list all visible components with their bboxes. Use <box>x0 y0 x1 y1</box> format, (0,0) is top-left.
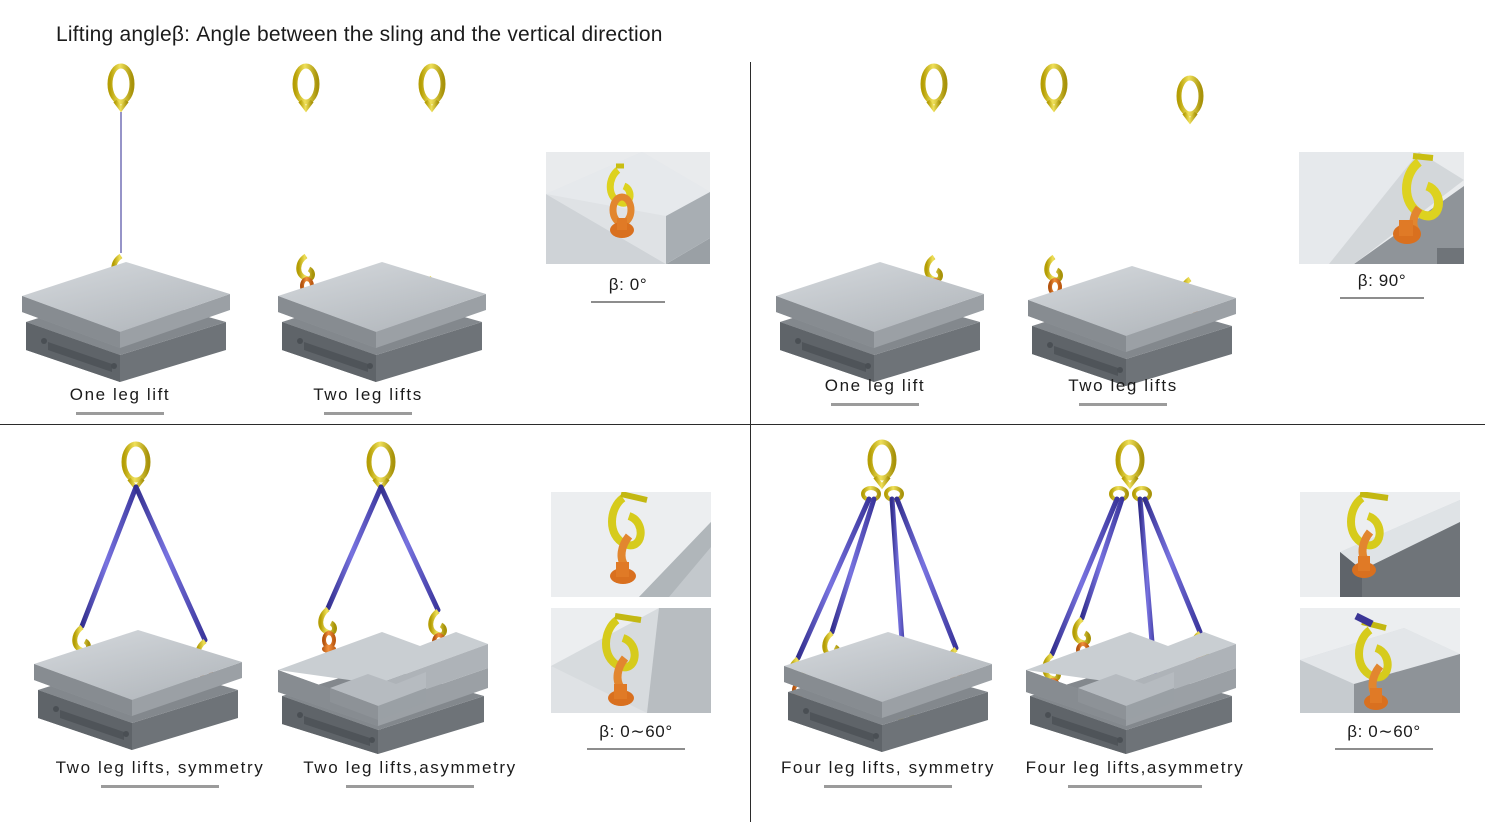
photo-detail-four-upper <box>1300 492 1460 597</box>
beta-label-angled-left: β: 0∼60° <box>566 722 706 750</box>
caption-four-leg-asymmetry: Four leg lifts,asymmetry <box>1022 758 1248 788</box>
figure-four-leg-asymmetry <box>1016 439 1276 754</box>
figure-one-leg-edge <box>762 60 992 382</box>
photo-detail-0-deg <box>546 152 710 264</box>
caption-two-leg-vertical: Two leg lifts <box>283 385 453 415</box>
caption-one-leg-edge: One leg lift <box>790 376 960 406</box>
caption-rule <box>346 785 474 788</box>
caption-rule <box>1068 785 1202 788</box>
beta-rule <box>1335 748 1433 750</box>
caption-four-leg-symmetry: Four leg lifts, symmetry <box>778 758 998 788</box>
beta-rule <box>591 301 665 303</box>
caption-rule <box>824 785 952 788</box>
beta-rule <box>1340 297 1424 299</box>
beta-text: β: 0° <box>608 275 648 294</box>
beta-label-90-deg: β: 90° <box>1318 271 1446 299</box>
page-title: Lifting angleβ: Angle between the sling … <box>56 23 663 46</box>
caption-rule <box>101 785 219 788</box>
caption-rule <box>831 403 919 406</box>
caption-text: One leg lift <box>69 385 171 404</box>
caption-two-leg-symmetry: Two leg lifts, symmetry <box>40 758 280 788</box>
caption-rule <box>1079 403 1167 406</box>
caption-two-leg-edge: Two leg lifts <box>1038 376 1208 406</box>
caption-text: Two leg lifts <box>313 385 423 404</box>
beta-label-angled-right: β: 0∼60° <box>1314 722 1454 750</box>
caption-two-leg-asymmetry: Two leg lifts,asymmetry <box>290 758 530 788</box>
caption-rule <box>324 412 412 415</box>
figure-two-leg-edge <box>1012 60 1252 386</box>
caption-text: Four leg lifts, symmetry <box>780 758 996 777</box>
caption-text: Two leg lifts, symmetry <box>55 758 265 777</box>
photo-detail-four-lower <box>1300 608 1460 713</box>
figure-two-leg-vertical <box>262 60 502 382</box>
beta-text: β: 0∼60° <box>599 722 673 741</box>
divider-vertical <box>750 62 751 822</box>
figure-four-leg-symmetry <box>770 439 1020 752</box>
caption-one-leg-vertical: One leg lift <box>35 385 205 415</box>
caption-rule <box>76 412 164 415</box>
photo-detail-angled-upper <box>551 492 711 597</box>
figure-two-leg-symmetry <box>20 440 270 750</box>
figure-two-leg-asymmetry <box>268 440 528 754</box>
caption-text: Two leg lifts,asymmetry <box>303 758 517 777</box>
beta-rule <box>587 748 685 750</box>
caption-text: Two leg lifts <box>1068 376 1178 395</box>
beta-label-0-deg: β: 0° <box>566 275 690 303</box>
divider-horizontal <box>0 424 1485 425</box>
beta-text: β: 90° <box>1357 271 1407 290</box>
beta-text: β: 0∼60° <box>1347 722 1421 741</box>
photo-detail-90-deg <box>1299 152 1464 264</box>
figure-one-leg-vertical <box>8 60 238 382</box>
caption-text: One leg lift <box>824 376 926 395</box>
photo-detail-angled-lower <box>551 608 711 713</box>
caption-text: Four leg lifts,asymmetry <box>1025 758 1245 777</box>
